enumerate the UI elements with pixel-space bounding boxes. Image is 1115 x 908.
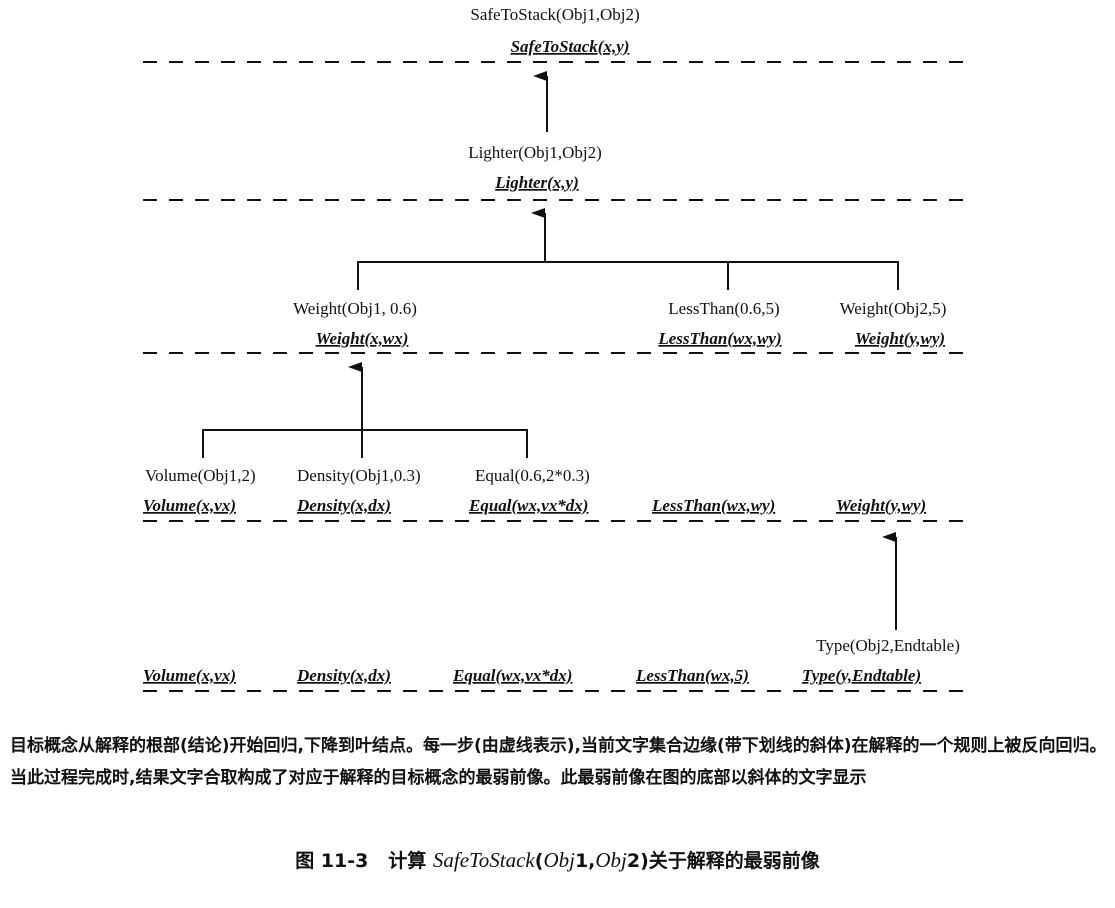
final-type: Type(y,Endtable) [802, 666, 921, 685]
pattern-weight-y: Weight(y,wy) [855, 329, 945, 348]
figure-title-open: ( [534, 850, 544, 872]
literal-type: Type(Obj2,Endtable) [816, 636, 960, 655]
connectors [202, 71, 899, 630]
pattern-equal: Equal(wx,vx*dx) [468, 496, 588, 515]
pattern-lessthan-wx-wy-2: LessThan(wx,wy) [651, 496, 775, 515]
final-lessthan: LessThan(wx,5) [635, 666, 749, 685]
pattern-safetostack: SafeToStack(x,y) [511, 37, 630, 56]
pattern-lessthan-wx-wy: LessThan(wx,wy) [657, 329, 781, 348]
figure-title-prefix: 计算 [388, 850, 427, 872]
pattern-weight-y-2: Weight(y,wy) [836, 496, 926, 515]
figure-title: 图 11-3 计算 SafeToStack(Obj1,Obj2)关于解释的最弱前… [0, 846, 1115, 873]
figure-title-sep: , [588, 850, 596, 872]
final-volume: Volume(x,vx) [143, 666, 236, 685]
figure-title-arg1-num: 1 [574, 850, 589, 872]
frontier-lines [143, 61, 965, 692]
figure-title-concept: SafeToStack [432, 848, 535, 872]
literal-density: Density(Obj1,0.3) [297, 466, 421, 485]
literal-lessthan: LessThan(0.6,5) [668, 299, 779, 318]
figure-number: 图 11-3 [295, 850, 369, 872]
pattern-weight-x: Weight(x,wx) [316, 329, 409, 348]
bracket-level4 [202, 429, 528, 458]
final-equal: Equal(wx,vx*dx) [452, 666, 572, 685]
figure-title-arg1: Obj [543, 848, 575, 872]
literal-equal: Equal(0.6,2*0.3) [475, 466, 590, 485]
figure-caption: 目标概念从解释的根部(结论)开始回归,下降到叶结点。每一步(由虚线表示),当前文… [10, 736, 1107, 788]
literal-weight-obj1: Weight(Obj1, 0.6) [293, 299, 417, 318]
bracket-level3 [357, 261, 899, 290]
regression-diagram: SafeToStack(Obj1,Obj2) SafeToStack(x,y) … [143, 5, 965, 692]
literal-weight-obj2: Weight(Obj2,5) [840, 299, 947, 318]
final-density: Density(x,dx) [296, 666, 391, 685]
pattern-lighter: Lighter(x,y) [494, 173, 579, 192]
literal-safetostack: SafeToStack(Obj1,Obj2) [470, 5, 639, 24]
literal-volume: Volume(Obj1,2) [145, 466, 256, 485]
literal-lighter: Lighter(Obj1,Obj2) [468, 143, 602, 162]
figure-title-arg2: Obj [595, 848, 627, 872]
pattern-volume: Volume(x,vx) [143, 496, 236, 515]
figure-title-suffix: )关于解释的最弱前像 [640, 850, 820, 872]
figure-title-arg2-num: 2 [626, 850, 641, 872]
pattern-density: Density(x,dx) [296, 496, 391, 515]
